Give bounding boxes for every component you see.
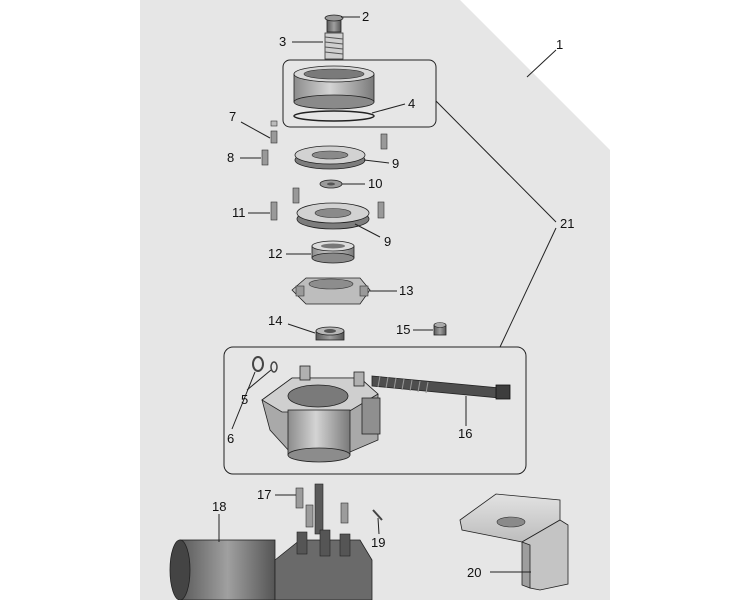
callout-4: 4 [408, 96, 415, 111]
part-13-carrier [291, 277, 371, 305]
callout-17: 17 [257, 487, 271, 502]
callout-1: 1 [556, 37, 563, 52]
callout-5: 5 [241, 392, 248, 407]
part-9-plate-upper [294, 145, 366, 170]
callout-11: 11 [232, 205, 246, 220]
group-frame-top [282, 59, 437, 128]
callout-14: 14 [268, 313, 282, 328]
part-17-screws [295, 483, 349, 535]
callout-16: 16 [458, 426, 472, 441]
part-9-plate-lower [296, 202, 370, 230]
callout-8: 8 [227, 150, 234, 165]
part-8-screw [261, 149, 269, 166]
callout-3: 3 [279, 34, 286, 49]
screw-mid-left [292, 187, 300, 204]
callout-7: 7 [229, 109, 236, 124]
screw-mid-right [377, 201, 385, 219]
callout-12: 12 [268, 246, 282, 261]
part-14-bearing [315, 326, 345, 341]
gearbox-housing [261, 365, 381, 463]
callout-2: 2 [362, 9, 369, 24]
callout-19: 19 [371, 535, 385, 550]
part-18-motor [169, 529, 373, 600]
callout-10: 10 [368, 176, 382, 191]
part-19-pin [372, 509, 383, 521]
callout-18: 18 [212, 499, 226, 514]
part-15-nut [433, 322, 447, 336]
part-10-washer [319, 179, 343, 189]
part-12-bearing [311, 240, 355, 264]
part-3-spring [324, 32, 344, 60]
background-plate [140, 0, 610, 600]
part-11-screw [270, 201, 278, 221]
part-6-washer [252, 356, 264, 372]
callout-9-upper: 9 [392, 156, 399, 171]
callout-labels: 1 2 3 4 7 8 9 10 11 9 12 13 14 15 5 6 16… [212, 9, 574, 580]
screw-right-upper [380, 133, 388, 150]
part-7-pin [270, 120, 278, 144]
part-5-clip [270, 361, 278, 373]
part-16-worm-shaft [371, 375, 511, 400]
part-2-bolt [324, 14, 344, 33]
leader-lines [218, 16, 557, 573]
callout-15: 15 [396, 322, 410, 337]
callout-9-lower: 9 [384, 234, 391, 249]
callout-21: 21 [560, 216, 574, 231]
callout-6: 6 [227, 431, 234, 446]
part-4-ring-gear [293, 65, 375, 122]
callout-13: 13 [399, 283, 413, 298]
group-frame-lower [223, 346, 527, 475]
part-20-bracket [459, 493, 569, 591]
callout-20: 20 [467, 565, 481, 580]
